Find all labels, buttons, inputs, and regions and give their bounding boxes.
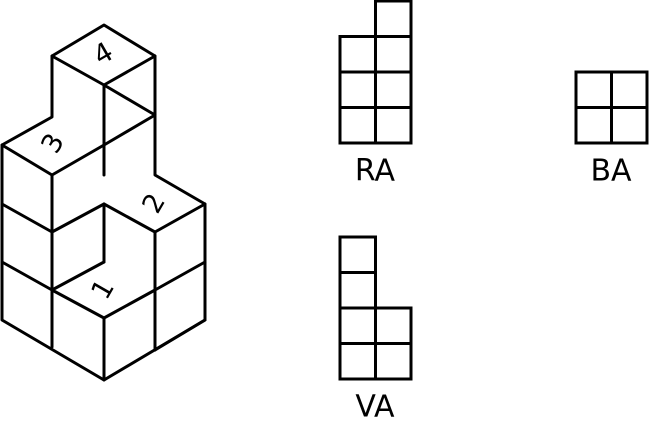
view-ra-label: RA — [355, 154, 396, 189]
view-va-cell — [338, 342, 377, 381]
stack-diagonal-edges — [0, 54, 207, 352]
view-ba: BA — [574, 70, 649, 189]
view-va-cell — [374, 342, 413, 381]
view-va-cell — [374, 306, 413, 345]
view-ba-cell — [610, 106, 649, 145]
view-ra-cell — [338, 70, 377, 109]
view-ba-label: BA — [590, 154, 632, 189]
view-ra-cell — [374, 106, 413, 145]
view-va: VA — [338, 235, 413, 425]
view-ba-cell — [574, 106, 613, 145]
cube-label-4: 4 — [88, 36, 118, 71]
cube-label-1: 1 — [85, 274, 120, 304]
view-ra-cell — [338, 35, 377, 74]
view-va-cell — [338, 306, 377, 345]
view-ba-grid — [574, 70, 649, 145]
stack-vertical-edges — [50, 83, 157, 382]
view-ra-grid — [338, 0, 413, 145]
view-ra-cell — [374, 70, 413, 109]
view-va-cell — [338, 235, 377, 274]
view-ba-cell — [610, 70, 649, 109]
view-va-label: VA — [355, 390, 395, 425]
cube-stack: 4 3 2 1 — [0, 23, 207, 382]
view-ra-cell — [374, 0, 413, 38]
cube-label-3: 3 — [35, 128, 70, 158]
view-ra-cell — [338, 106, 377, 145]
view-ra-cell — [374, 35, 413, 74]
view-ra: RA — [338, 0, 413, 189]
view-va-grid — [338, 235, 413, 381]
view-ba-cell — [574, 70, 613, 109]
view-va-cell — [338, 271, 377, 310]
cube-label-2: 2 — [136, 188, 171, 218]
